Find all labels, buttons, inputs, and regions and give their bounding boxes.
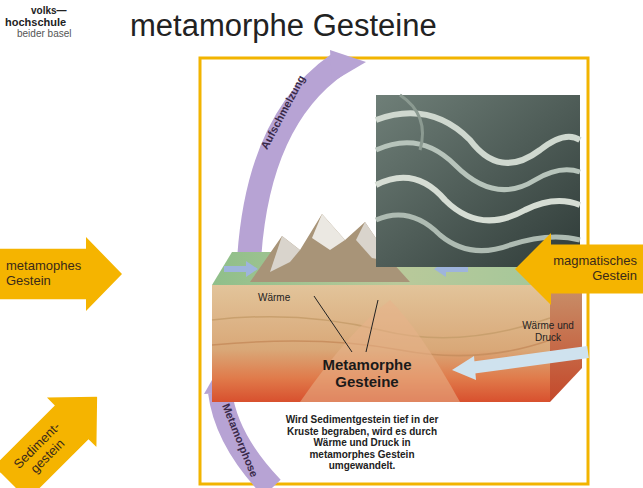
arrow-label: metamophes Gestein xyxy=(6,259,84,289)
pointer-lines xyxy=(314,296,378,352)
arrow-label: magmatisches Gestein xyxy=(553,254,637,284)
heat-pressure-arrow xyxy=(452,352,588,380)
arrow-box: Sediment- gestein xyxy=(0,372,122,488)
block-heading: Metamorphe Gesteine xyxy=(292,356,442,391)
arrow-text-block: metamophes Gestein xyxy=(6,259,84,289)
block-label: Wärme xyxy=(258,292,308,304)
note-text: Wird Sedimentgestein tief in der Kruste … xyxy=(282,414,442,472)
arrow-fill xyxy=(0,372,122,488)
arrow-fill xyxy=(0,237,122,311)
arc-label: Aufschmelzung xyxy=(252,60,315,163)
logo-text: beider basel xyxy=(17,28,97,40)
arc-label: Metamorphose xyxy=(215,391,264,488)
logo-text: volks— xyxy=(31,5,91,17)
arrow-label: Wärme und Druck xyxy=(516,320,580,343)
slide-title: metamorphe Gesteine xyxy=(130,8,437,44)
arrow-box: magmatisches Gestein xyxy=(515,233,643,305)
arrow-box: metamophes Gestein xyxy=(0,237,122,311)
arrow-text-block: magmatisches Gestein xyxy=(553,254,637,284)
arrow-fill xyxy=(515,233,643,305)
logo-text: hochschule xyxy=(5,16,85,29)
